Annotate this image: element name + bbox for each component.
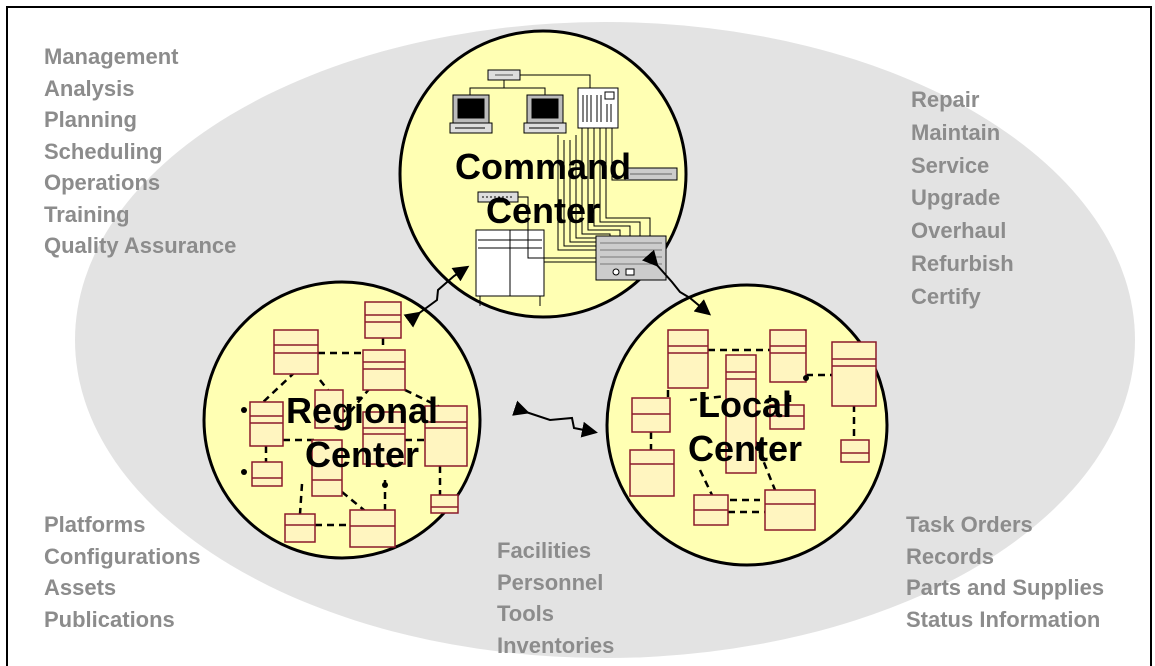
link-command-local-arrow xyxy=(642,249,712,316)
command-center-label-line2: Center xyxy=(485,190,601,231)
list-item: Management xyxy=(44,44,179,69)
list-item: Tools xyxy=(497,601,555,626)
list-item: Status Information xyxy=(906,606,1101,632)
list-item: Repair xyxy=(911,87,980,112)
command-center-equipment xyxy=(449,69,678,306)
list-item: Facilities xyxy=(497,538,592,563)
list-item: Platforms xyxy=(44,512,146,537)
list-item: Assets xyxy=(44,575,117,600)
list-item: Publications xyxy=(44,606,175,632)
list-item: Planning xyxy=(44,107,137,132)
command-center-label-line1: Command xyxy=(454,146,631,187)
management-functions-list: Management Analysis Planning Scheduling … xyxy=(44,41,236,262)
regional-center-label: Regional Center xyxy=(262,389,462,477)
link-command-regional-arrow xyxy=(403,265,470,328)
platform-data-list: Platforms Configurations Assets Publicat… xyxy=(44,509,200,635)
list-item: Personnel xyxy=(497,569,604,595)
list-item: Maintain xyxy=(911,119,1001,145)
command-center-label: Command Center xyxy=(443,145,643,233)
list-item: Training xyxy=(44,201,130,227)
list-item: Overhaul xyxy=(911,218,1007,244)
list-item: Scheduling xyxy=(44,138,163,164)
regional-center-label-line2: Center xyxy=(304,434,420,475)
frame-border xyxy=(6,6,1152,666)
link-regional-local-arrow xyxy=(512,400,598,438)
local-center-label-line1: Local xyxy=(697,384,793,425)
list-item: Quality Assurance xyxy=(44,233,237,258)
list-item: Configurations xyxy=(44,543,201,569)
local-center-label: Local Center xyxy=(665,383,825,471)
list-item: Operations xyxy=(44,170,161,195)
list-item: Refurbish xyxy=(911,250,1014,276)
list-item: Inventories xyxy=(497,632,615,658)
list-item: Task Orders xyxy=(906,512,1033,537)
list-item: Parts and Supplies xyxy=(906,575,1105,600)
list-item: Analysis xyxy=(44,75,135,101)
resources-list: Facilities Personnel Tools Inventories xyxy=(497,535,614,661)
regional-center-network xyxy=(241,301,468,548)
local-center-network xyxy=(629,329,877,531)
list-item: Records xyxy=(906,543,995,569)
list-item: Certify xyxy=(911,283,981,309)
task-data-list: Task Orders Records Parts and Supplies S… xyxy=(906,509,1104,635)
list-item: Service xyxy=(911,152,990,178)
regional-center-label-line1: Regional xyxy=(285,390,438,431)
maintenance-functions-list: Repair Maintain Service Upgrade Overhaul… xyxy=(911,84,1014,314)
list-item: Upgrade xyxy=(911,185,1001,211)
local-center-label-line2: Center xyxy=(687,428,803,469)
